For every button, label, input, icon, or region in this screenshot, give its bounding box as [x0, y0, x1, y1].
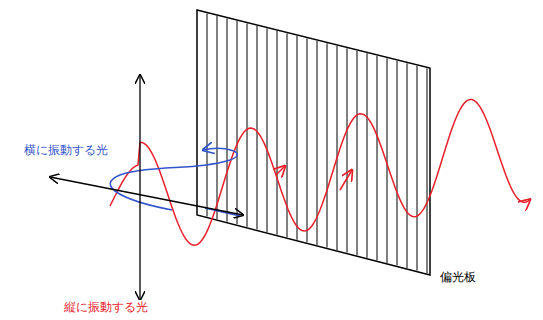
polarizer-plate: [197, 10, 430, 275]
slit-line: [297, 36, 298, 240]
slit-line: [217, 16, 218, 219]
horizontal-light-label: 横に振動する光: [22, 143, 110, 157]
slit-line: [277, 31, 278, 235]
slit-line: [357, 51, 358, 255]
vertical-wave: [110, 142, 200, 245]
vertical-wave: [200, 100, 530, 243]
slit-line: [337, 46, 338, 250]
slit-line: [407, 63, 408, 268]
slit-line: [267, 28, 268, 232]
vertical-axis-arrow: [139, 75, 140, 300]
slit-line: [377, 56, 378, 261]
slit-line: [307, 38, 308, 242]
slit-line: [417, 66, 418, 271]
horizontal-axis-arrow: [50, 177, 243, 215]
wave-arrow: [340, 170, 352, 190]
slit-line: [257, 26, 258, 230]
slit-line: [327, 43, 328, 247]
slit-line: [227, 18, 228, 221]
slit-line: [317, 41, 318, 245]
vertical-light-label: 縦に振動する光: [62, 300, 150, 314]
polarizer-label: 偏光板: [438, 270, 478, 284]
slit-line: [397, 61, 398, 266]
slit-line: [367, 53, 368, 257]
slit-line: [207, 13, 208, 216]
slit-line: [247, 23, 248, 226]
polarizer-slits: [207, 13, 427, 273]
slit-line: [347, 48, 348, 252]
wave-arrow: [276, 166, 285, 175]
slit-line: [237, 21, 238, 224]
slit-line: [427, 68, 428, 273]
